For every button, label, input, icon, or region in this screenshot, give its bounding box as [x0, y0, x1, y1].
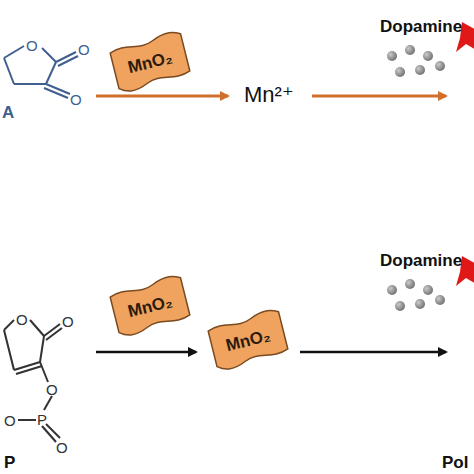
atom-label: O [46, 382, 58, 397]
atom-label: O [16, 312, 28, 327]
mno2-flag: MnO₂ [107, 273, 193, 340]
mno2-flag: MnO₂ [205, 307, 291, 374]
atom-label: O [62, 314, 74, 329]
atom-label: P [4, 454, 15, 471]
chem-label: Dopamine [380, 252, 462, 269]
mno2-flag: MnO₂ [107, 29, 193, 96]
molecule-aa [4, 46, 78, 98]
reaction-arrow [96, 95, 228, 98]
reaction-arrow [300, 351, 446, 354]
atom-label: O [70, 92, 82, 107]
chem-label: Mn²⁺ [244, 84, 294, 106]
atom-label: O [26, 38, 38, 53]
atom-label: O [78, 42, 90, 57]
atom-label: O [4, 413, 16, 428]
reaction-arrow [312, 95, 446, 98]
reaction-arrow [96, 351, 196, 354]
atom-label: A [2, 104, 14, 121]
chem-label: Dopamine [380, 18, 462, 35]
atom-label: O [56, 440, 68, 455]
dopamine-dots [387, 45, 445, 311]
atom-label: P [37, 412, 47, 427]
molecule-aap [4, 320, 62, 442]
chem-label: Pol [442, 454, 468, 471]
